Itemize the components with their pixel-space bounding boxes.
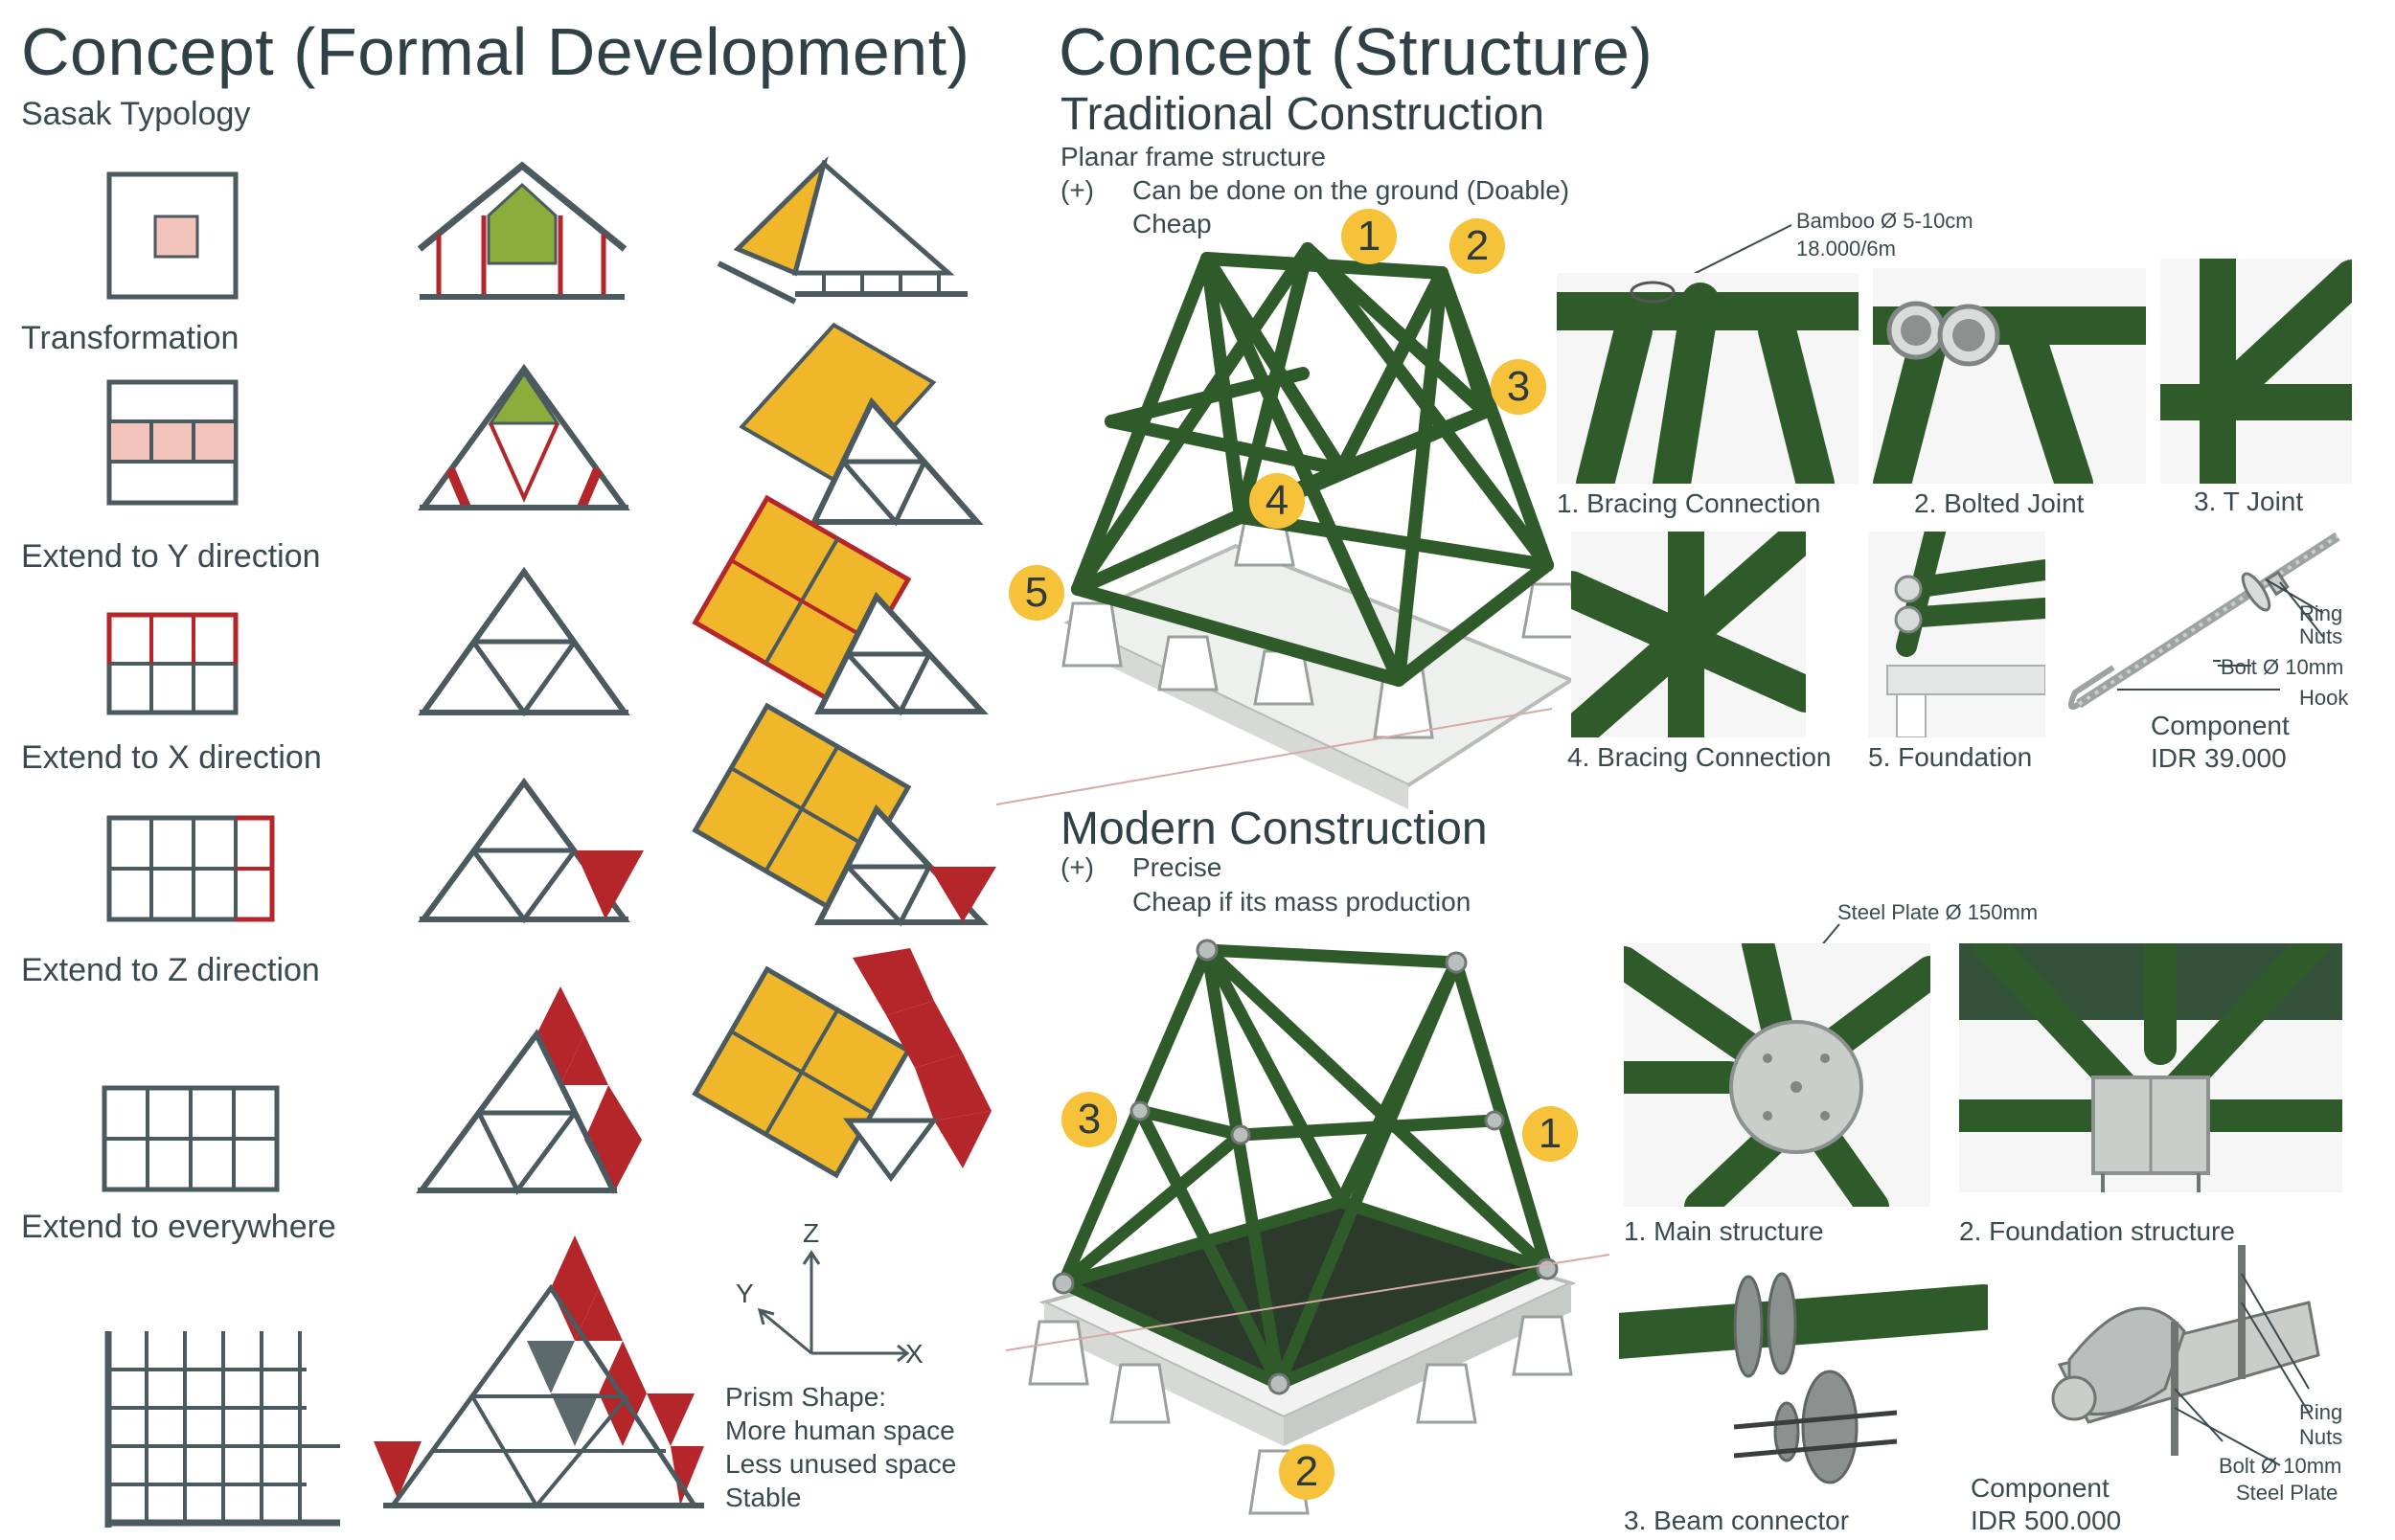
row-label-sasak-typology: Sasak Typology xyxy=(21,96,251,132)
modern-nuts-label: Nuts xyxy=(2299,1425,2343,1449)
steel-plate-spec-label: Steel Plate Ø 150mm xyxy=(1837,900,2039,924)
row-label-extend-y: Extend to Y direction xyxy=(21,538,321,575)
row-label-extend-x: Extend to X direction xyxy=(21,739,322,776)
modern-badge-1: 1 xyxy=(1522,1106,1578,1162)
bamboo-spec-label: Bamboo Ø 5-10cm xyxy=(1796,209,1973,233)
xyz-axis-diagram xyxy=(757,1250,910,1363)
traditional-badge-5: 5 xyxy=(1009,565,1064,621)
foundation-photo xyxy=(1868,532,2045,737)
detail-caption-t-joint: 3. T Joint xyxy=(2194,487,2304,516)
sasak-section-diagram xyxy=(417,161,627,300)
extend-z-plan-diagram xyxy=(102,1085,280,1192)
axis-x-label: X xyxy=(905,1339,924,1369)
traditional-subheading: Planar frame structure xyxy=(1061,142,1326,171)
traditional-bolt-hardware xyxy=(2067,532,2340,710)
traditional-hook-label: Hook xyxy=(2299,686,2349,710)
detail-caption-bracing-2: 4. Bracing Connection xyxy=(1567,742,1832,772)
modern-component-price: IDR 500.000 xyxy=(1971,1506,2122,1535)
beam-connector-photo xyxy=(1619,1264,1988,1494)
row-label-transformation: Transformation xyxy=(21,320,240,356)
prism-note-title: Prism Shape: xyxy=(725,1382,887,1412)
extend-z-perspective-diagram xyxy=(692,948,992,1183)
prism-note-3: Stable xyxy=(725,1483,802,1512)
extend-y-perspective-diagram xyxy=(692,494,989,716)
bracing-connection-photo-1 xyxy=(1557,273,1859,484)
sasak-plan-diagram xyxy=(106,171,239,300)
row-label-extend-everywhere: Extend to everywhere xyxy=(21,1209,336,1245)
foundation-structure-photo xyxy=(1959,943,2342,1192)
structure-title: Concept (Structure) xyxy=(1059,14,1654,89)
modern-pro-1: Precise xyxy=(1132,852,1222,882)
prism-note-2: Less unused space xyxy=(725,1449,957,1479)
modern-frame-model xyxy=(1005,939,1610,1515)
traditional-component-price: IDR 39.000 xyxy=(2151,743,2287,773)
traditional-badge-1: 1 xyxy=(1341,209,1397,264)
traditional-badge-2: 2 xyxy=(1449,218,1505,274)
modern-ring-label: Ring xyxy=(2299,1400,2343,1424)
modern-heading: Modern Construction xyxy=(1061,804,1488,854)
modern-badge-2: 2 xyxy=(1279,1444,1334,1500)
prism-note-1: More human space xyxy=(725,1415,955,1445)
transformation-section-diagram xyxy=(418,363,630,510)
traditional-heading: Traditional Construction xyxy=(1061,89,1545,140)
transformation-plan-diagram xyxy=(106,379,239,506)
extend-x-plan-diagram xyxy=(106,815,275,922)
transformation-perspective-diagram xyxy=(739,322,984,527)
detail-caption-beam-connector: 3. Beam connector xyxy=(1624,1506,1850,1535)
extend-x-section-diagram xyxy=(418,777,644,924)
detail-caption-main-structure: 1. Main structure xyxy=(1624,1216,1824,1246)
formal-development-title: Concept (Formal Development) xyxy=(21,14,970,89)
modern-plus-marker: (+) xyxy=(1061,852,1094,882)
traditional-bolt-label: Bolt Ø 10mm xyxy=(2221,655,2344,679)
extend-z-section-diagram xyxy=(416,986,642,1195)
extend-everywhere-section-diagram xyxy=(374,1235,704,1509)
traditional-ring-label: Ring xyxy=(2299,601,2343,625)
extend-y-plan-diagram xyxy=(106,612,239,715)
detail-caption-bolted-joint: 2. Bolted Joint xyxy=(1914,488,2085,518)
traditional-frame-model xyxy=(995,242,1583,809)
extend-everywhere-plan-diagram xyxy=(104,1331,340,1528)
modern-steel-plate-label: Steel Plate xyxy=(2236,1481,2338,1505)
modern-badge-3: 3 xyxy=(1061,1092,1117,1147)
sasak-perspective-diagram xyxy=(717,155,968,305)
axis-z-label: Z xyxy=(803,1218,820,1248)
traditional-component-label: Component xyxy=(2151,711,2290,740)
extend-y-section-diagram xyxy=(418,566,630,717)
bracing-connection-photo-2 xyxy=(1571,532,1806,737)
detail-caption-foundation-structure: 2. Foundation structure xyxy=(1959,1216,2235,1246)
traditional-badge-3: 3 xyxy=(1491,359,1546,415)
traditional-plus-marker: (+) xyxy=(1061,175,1094,205)
traditional-nuts-label: Nuts xyxy=(2299,624,2343,648)
modern-component-label: Component xyxy=(1971,1473,2110,1503)
extend-x-perspective-diagram xyxy=(692,702,996,927)
detail-caption-foundation: 5. Foundation xyxy=(1868,742,2033,772)
detail-caption-bracing-1: 1. Bracing Connection xyxy=(1557,488,1821,518)
traditional-pro-2: Cheap xyxy=(1132,209,1212,238)
main-structure-photo xyxy=(1624,943,1930,1207)
modern-bolt-label: Bolt Ø 10mm xyxy=(2219,1454,2342,1478)
traditional-pro-1: Can be done on the ground (Doable) xyxy=(1132,175,1570,205)
row-label-extend-z: Extend to Z direction xyxy=(21,952,320,988)
axis-y-label: Y xyxy=(736,1279,754,1308)
modern-pro-2: Cheap if its mass production xyxy=(1132,887,1471,917)
bamboo-price-label: 18.000/6m xyxy=(1796,237,1896,260)
t-joint-photo xyxy=(2160,259,2352,484)
bolted-joint-photo xyxy=(1873,268,2146,484)
modern-bolt-hardware xyxy=(2051,1245,2320,1466)
traditional-badge-4: 4 xyxy=(1249,473,1305,529)
